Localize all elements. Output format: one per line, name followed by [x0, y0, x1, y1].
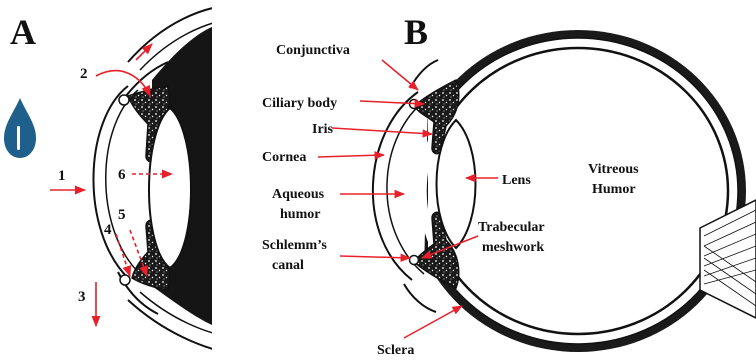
panel-b: B Conjunctiva Ciliary body Iris Cornea A… [262, 12, 756, 358]
panel-a-letter: A [10, 12, 36, 52]
cornea-inner-b [387, 98, 428, 274]
label-trabecular-line1: Trabecular [478, 220, 545, 235]
label-aqueous-line1: Aqueous [272, 187, 325, 202]
label-trabecular-line2: meshwork [482, 240, 544, 255]
conjunctiva-flap-top-b [410, 60, 438, 88]
label-cornea: Cornea [262, 150, 306, 165]
arrow-conjunctiva [382, 60, 418, 90]
label-ciliary-body: Ciliary body [262, 96, 337, 111]
angle-node-top-a [119, 95, 129, 105]
label-schlemm-line1: Schlemm’s [262, 238, 327, 253]
label-2: 2 [80, 66, 88, 82]
label-conjunctiva: Conjunctiva [276, 43, 350, 58]
label-6: 6 [118, 167, 126, 183]
arrow-cornea [318, 155, 384, 157]
arrow-schlemm [340, 256, 410, 258]
panel-b-letter: B [404, 12, 428, 52]
label-schlemm-line2: canal [272, 258, 304, 273]
panel-a: A [4, 6, 225, 352]
label-vitreous-line2: Humor [592, 182, 636, 197]
angle-node-bottom-b [410, 256, 419, 265]
label-4: 4 [104, 222, 112, 238]
label-3: 3 [78, 289, 86, 305]
label-5: 5 [118, 207, 126, 223]
label-iris: Iris [312, 122, 334, 137]
label-lens: Lens [502, 173, 531, 188]
eye-a-drawing [93, 6, 225, 352]
label-sclera: Sclera [377, 343, 414, 358]
label-aqueous-line2: humor [280, 207, 320, 222]
conjunctiva-flap-bottom-b [404, 284, 436, 312]
eye-drop-highlight [17, 126, 20, 150]
label-1: 1 [58, 168, 66, 184]
angle-node-bottom-a [120, 275, 130, 285]
label-vitreous-line1: Vitreous [588, 162, 639, 177]
